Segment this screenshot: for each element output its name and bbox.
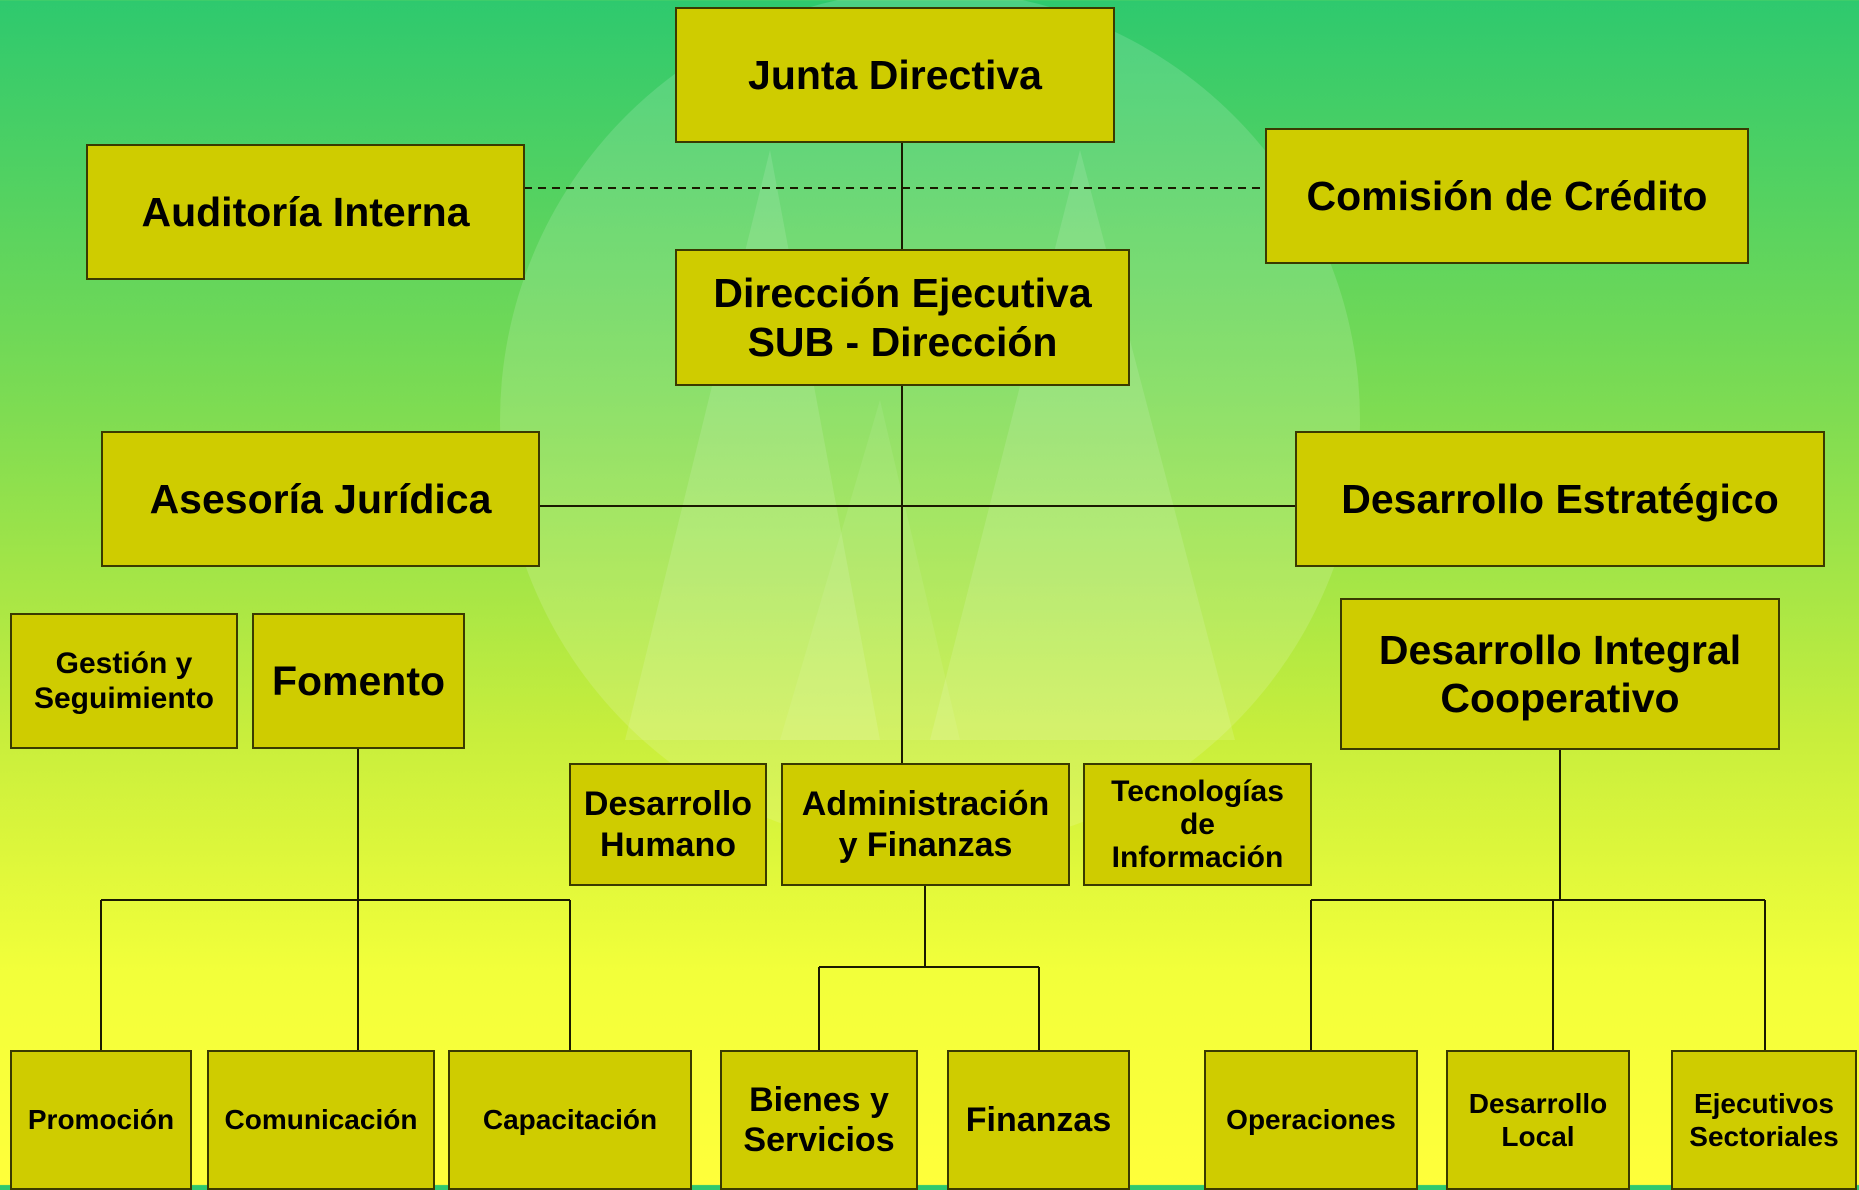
node-desarrollo-estrategico: Desarrollo Estratégico xyxy=(1295,431,1825,567)
node-gestion-seguimiento: Gestión y Seguimiento xyxy=(10,613,238,749)
node-comision-credito: Comisión de Crédito xyxy=(1265,128,1749,264)
node-operaciones: Operaciones xyxy=(1204,1050,1418,1190)
node-desarrollo-humano: Desarrollo Humano xyxy=(569,763,767,886)
node-finanzas: Finanzas xyxy=(947,1050,1130,1190)
node-desarrollo-integral: Desarrollo Integral Cooperativo xyxy=(1340,598,1780,750)
node-auditoria-interna: Auditoría Interna xyxy=(86,144,525,280)
node-direccion-ejecutiva: Dirección Ejecutiva SUB - Dirección xyxy=(675,249,1130,386)
node-asesoria-juridica: Asesoría Jurídica xyxy=(101,431,540,567)
node-bienes-servicios: Bienes y Servicios xyxy=(720,1050,918,1190)
node-ejecutivos-sectoriales: Ejecutivos Sectoriales xyxy=(1671,1050,1857,1190)
node-junta-directiva: Junta Directiva xyxy=(675,7,1115,143)
node-desarrollo-local: Desarrollo Local xyxy=(1446,1050,1630,1190)
node-promocion: Promoción xyxy=(10,1050,192,1190)
node-administracion-finanzas: Administración y Finanzas xyxy=(781,763,1070,886)
node-fomento: Fomento xyxy=(252,613,465,749)
node-capacitacion: Capacitación xyxy=(448,1050,692,1190)
node-tecnologias-informacion: Tecnologías de Información xyxy=(1083,763,1312,886)
node-comunicacion: Comunicación xyxy=(207,1050,435,1190)
